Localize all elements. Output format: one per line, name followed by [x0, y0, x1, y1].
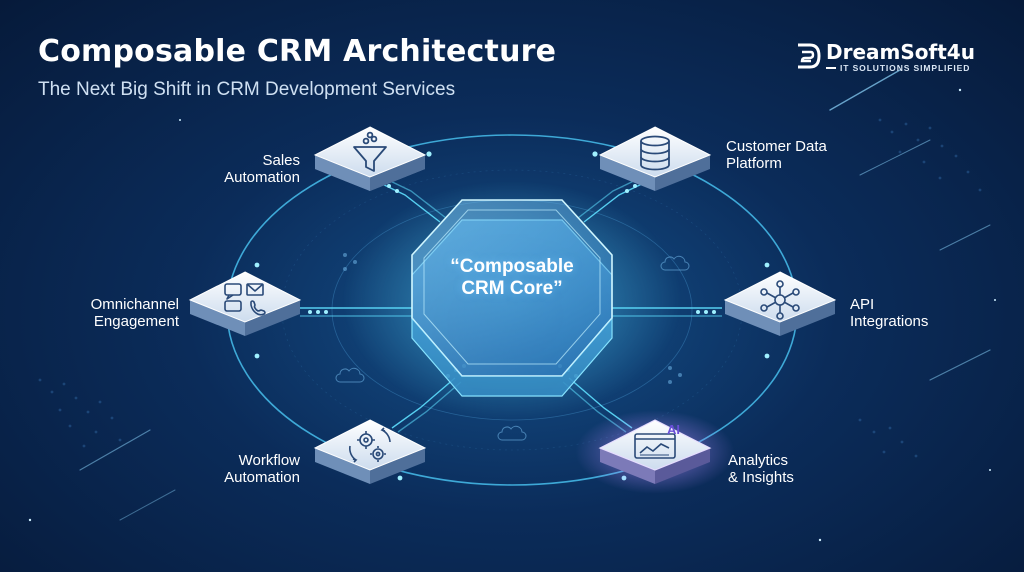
label-customer-data-platform: Customer Data Platform — [726, 138, 827, 172]
node-omni — [188, 271, 302, 336]
ai-badge: AI — [667, 422, 680, 437]
brand-tagline: IT SOLUTIONS SIMPLIFIED — [840, 63, 971, 73]
core-hexagon — [411, 199, 613, 397]
database-icon — [640, 135, 670, 171]
ai-dashboard-icon — [634, 433, 676, 459]
label-api-integrations: API Integrations — [850, 296, 928, 330]
gears-cycle-icon — [349, 427, 391, 463]
node-workflow — [313, 419, 427, 484]
node-cdp — [598, 126, 712, 191]
light-streaks — [79, 69, 991, 521]
core-label-line2: CRM Core” — [461, 278, 563, 299]
label-analytics-insights: Analytics & Insights — [728, 452, 794, 486]
label-line: Customer Data — [726, 138, 827, 155]
dreamsoft-logo-icon — [798, 43, 821, 69]
label-workflow-automation: Workflow Automation — [224, 452, 300, 486]
label-line: Platform — [726, 155, 782, 172]
label-line: Sales — [262, 152, 300, 169]
label-line: Omnichannel — [90, 296, 179, 313]
label-line: Automation — [224, 169, 300, 186]
brand-name: DreamSoft4u — [826, 40, 975, 64]
node-sales — [313, 126, 427, 191]
node-analytics: AI — [575, 410, 735, 494]
page-subtitle: The Next Big Shift in CRM Development Se… — [38, 79, 456, 100]
node-api — [723, 271, 837, 336]
star-dots — [28, 88, 996, 542]
core-label: “Composable CRM Core” — [412, 256, 612, 300]
label-line: Analytics — [728, 452, 789, 469]
core-label-line1: “Composable — [450, 256, 574, 277]
label-sales-automation: Sales Automation — [224, 152, 300, 186]
brand-divider — [826, 67, 836, 69]
network-node-glyphs — [343, 253, 682, 384]
page-title: Composable CRM Architecture — [38, 34, 557, 69]
funnel-icon — [353, 131, 387, 172]
label-omnichannel-engagement: Omnichannel Engagement — [91, 296, 179, 330]
chat-mail-phone-icon — [224, 283, 266, 316]
label-line: API — [850, 296, 875, 313]
world-map-dots — [38, 118, 982, 458]
label-line: & Insights — [728, 469, 794, 486]
label-line: Workflow — [238, 452, 300, 469]
label-line: Automation — [224, 469, 300, 486]
label-line: Engagement — [93, 313, 179, 330]
network-hub-icon — [760, 280, 800, 320]
label-line: Integrations — [850, 313, 929, 330]
